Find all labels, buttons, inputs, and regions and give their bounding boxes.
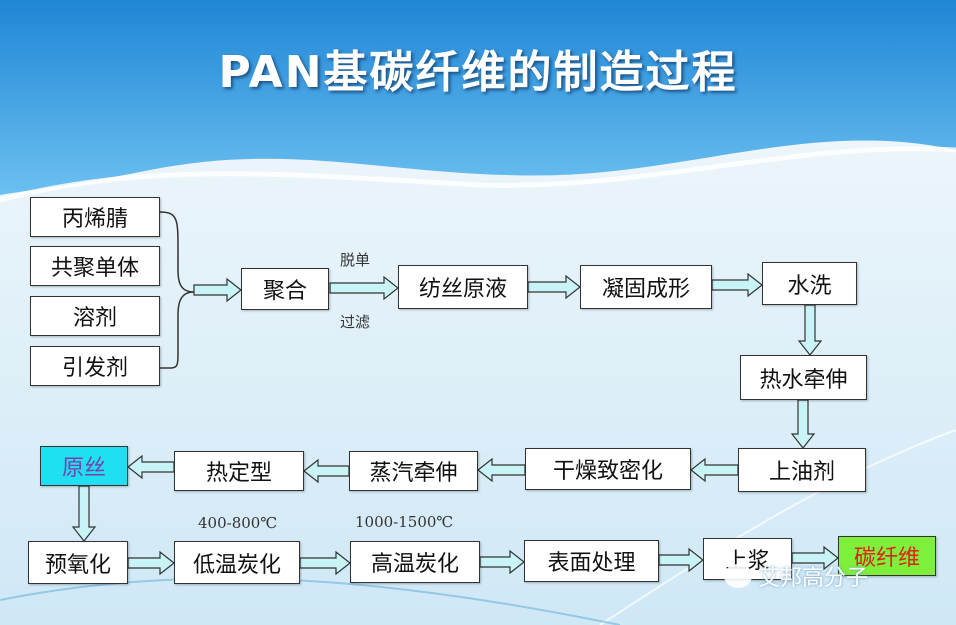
- flow-arrow: [791, 545, 839, 571]
- flow-arrow: [127, 550, 175, 576]
- step-polymerize: 聚合: [241, 268, 329, 310]
- wechat-icon: [724, 564, 752, 588]
- step-preoxidation: 预氧化: [28, 541, 128, 584]
- step-hot-stretch: 热水牵伸: [740, 355, 867, 400]
- watermark-text: 艾邦高分子: [758, 566, 869, 591]
- label-filter: 过滤: [340, 313, 371, 331]
- step-wash: 水洗: [762, 262, 857, 305]
- input-comonomer: 共聚单体: [30, 246, 160, 286]
- label-high-temp: 1000-1500℃: [355, 513, 454, 531]
- label-low-temp: 400-800℃: [198, 514, 278, 532]
- slide-title: PAN基碳纤维的制造过程: [218, 47, 738, 98]
- watermark: 艾邦高分子: [724, 560, 868, 592]
- brace-connector: [159, 211, 195, 369]
- input-initiator: 引发剂: [30, 346, 160, 386]
- flow-arrow: [790, 399, 816, 449]
- flow-arrow: [127, 454, 175, 480]
- step-heat-set: 热定型: [174, 451, 304, 491]
- input-acrylonitrile: 丙烯腈: [30, 197, 160, 237]
- flow-arrow: [329, 275, 399, 301]
- step-surface-treatment: 表面处理: [524, 540, 659, 582]
- flow-arrow: [193, 277, 242, 303]
- step-low-carbonization: 低温炭化: [174, 541, 300, 584]
- step-carbon-fiber: 碳纤维: [838, 536, 936, 576]
- flow-arrow: [479, 549, 525, 575]
- step-high-carbonization: 高温炭化: [350, 541, 480, 583]
- step-steam-stretch: 蒸汽牵伸: [349, 451, 478, 491]
- step-oiling: 上油剂: [738, 448, 866, 492]
- input-solvent: 溶剂: [30, 296, 160, 336]
- flow-arrow: [303, 458, 350, 484]
- flow-arrow: [71, 485, 97, 542]
- step-coagulate: 凝固成形: [580, 265, 712, 309]
- flow-arrow: [658, 547, 704, 573]
- flow-arrow: [299, 550, 351, 576]
- step-spin-dope: 纺丝原液: [398, 265, 528, 309]
- flow-arrow: [711, 272, 763, 298]
- step-dry: 干燥致密化: [525, 448, 691, 490]
- flow-arrow: [690, 457, 739, 483]
- flow-arrow: [477, 457, 526, 483]
- step-precursor: 原丝: [40, 446, 128, 486]
- label-demonomer: 脱单: [340, 251, 371, 269]
- flow-arrow: [797, 304, 823, 356]
- flow-arrow: [527, 274, 581, 300]
